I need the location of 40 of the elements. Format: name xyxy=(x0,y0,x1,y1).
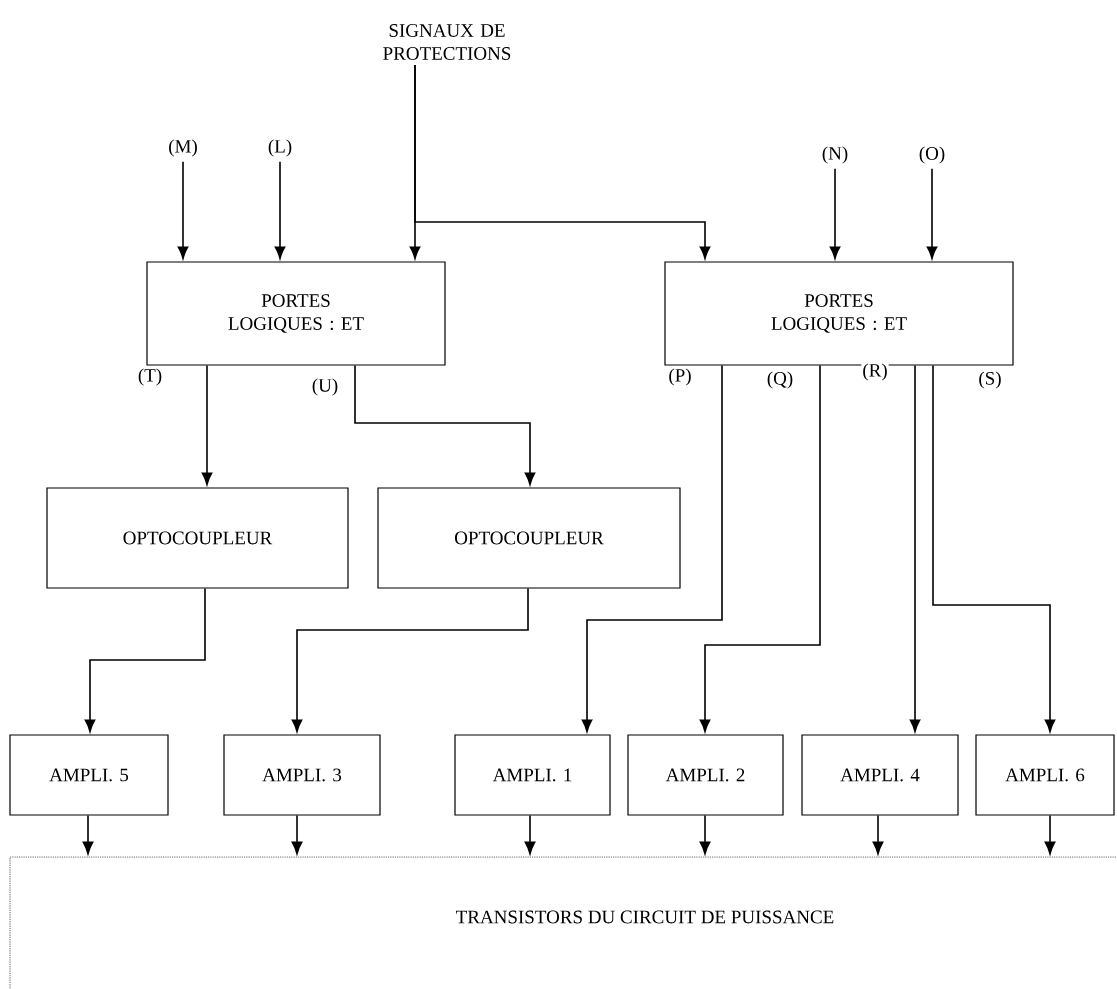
arrow xyxy=(1044,814,1056,855)
signal-label: (N) xyxy=(822,146,848,164)
amplifier-box: AMPLI. 4 xyxy=(801,734,959,816)
edge-label: (U) xyxy=(310,377,340,397)
edge-label: (T) xyxy=(136,367,164,387)
arrow xyxy=(291,587,529,733)
amplifier-box: AMPLI. 1 xyxy=(454,734,611,816)
arrow xyxy=(699,814,711,855)
arrow xyxy=(201,364,213,486)
amplifier-box: AMPLI. 2 xyxy=(627,734,784,816)
arrow xyxy=(524,814,536,855)
amplifier-box: AMPLI. 3 xyxy=(223,734,381,816)
arrow xyxy=(82,814,94,855)
arrow xyxy=(414,64,711,260)
arrow xyxy=(829,168,841,260)
arrow xyxy=(291,814,303,855)
edge-label: (Q) xyxy=(765,370,795,390)
power-circuit-box: TRANSISTORS DU CIRCUIT DE PUISSANCE xyxy=(9,856,1117,989)
arrow xyxy=(926,168,938,260)
input-label: SIGNAUX DE PROTECTIONS xyxy=(383,24,511,60)
arrow xyxy=(84,587,206,733)
arrow xyxy=(699,364,821,733)
edge-label: (S) xyxy=(977,370,1003,390)
signal-label: (L) xyxy=(268,139,292,157)
signal-label: (O) xyxy=(919,146,945,164)
optocoupler-box: OPTOCOUPLEUR xyxy=(377,487,681,589)
optocoupler-box: OPTOCOUPLEUR xyxy=(46,487,349,589)
arrow xyxy=(909,364,921,733)
amplifier-box: AMPLI. 5 xyxy=(9,734,169,816)
edge-label: (P) xyxy=(667,367,693,387)
arrow xyxy=(354,364,536,486)
amplifier-box: AMPLI. 6 xyxy=(975,734,1115,816)
logic-gate-box: PORTES LOGIQUES : ET xyxy=(146,261,446,366)
signal-label: (M) xyxy=(169,139,197,157)
arrow xyxy=(872,814,884,855)
arrow xyxy=(932,364,1056,733)
arrow xyxy=(274,161,286,260)
arrow xyxy=(177,161,189,260)
edge-label: (R) xyxy=(861,362,889,382)
arrow xyxy=(581,364,723,733)
